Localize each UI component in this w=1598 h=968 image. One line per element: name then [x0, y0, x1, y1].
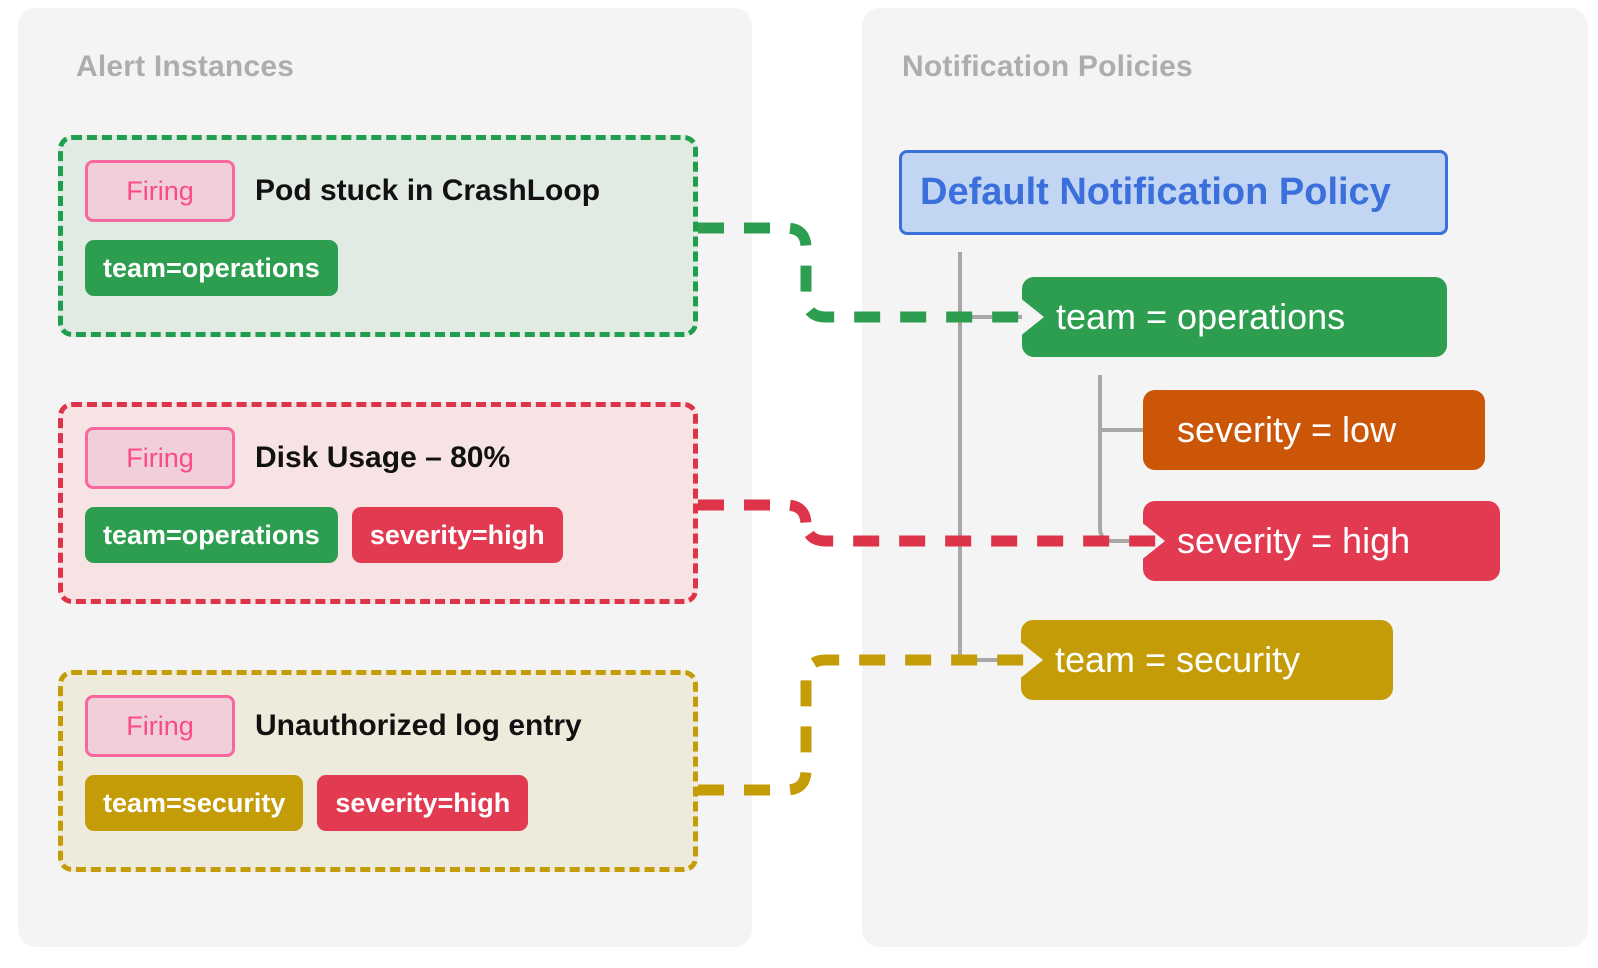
alert-instance-card[interactable]: Firing Disk Usage – 80% team=operations … — [58, 402, 698, 604]
policy-node-team-security[interactable]: team = security — [1021, 620, 1393, 700]
alert-card-header: Firing Disk Usage – 80% — [85, 425, 671, 491]
alert-label-chip[interactable]: severity=high — [351, 507, 563, 563]
alert-instance-card[interactable]: Firing Unauthorized log entry team=secur… — [58, 670, 698, 872]
alert-label-chip[interactable]: team=security — [85, 775, 304, 831]
policy-node-severity-low[interactable]: severity = low — [1143, 390, 1485, 470]
alert-instances-title: Alert Instances — [76, 50, 295, 83]
alert-card-header: Firing Pod stuck in CrashLoop — [85, 158, 671, 224]
status-badge: Firing — [85, 427, 235, 489]
alert-title: Unauthorized log entry — [255, 709, 582, 742]
alert-label-row: team=operations severity=high — [85, 507, 671, 563]
status-badge: Firing — [85, 160, 235, 222]
notification-policies-panel: Notification Policies — [862, 8, 1588, 947]
alert-title: Disk Usage – 80% — [255, 441, 511, 474]
alert-card-header: Firing Unauthorized log entry — [85, 693, 671, 759]
alert-label-chip[interactable]: team=operations — [85, 507, 338, 563]
alert-label-row: team=security severity=high — [85, 775, 671, 831]
alert-instance-card[interactable]: Firing Pod stuck in CrashLoop team=opera… — [58, 135, 698, 337]
alert-label-chip[interactable]: severity=high — [317, 775, 529, 831]
default-notification-policy-node[interactable]: Default Notification Policy — [899, 150, 1448, 235]
notification-policies-title: Notification Policies — [902, 50, 1193, 83]
policy-node-team-operations[interactable]: team = operations — [1022, 277, 1447, 357]
alert-label-row: team=operations — [85, 240, 671, 296]
policy-node-severity-high[interactable]: severity = high — [1143, 501, 1500, 581]
status-badge: Firing — [85, 695, 235, 757]
alert-title: Pod stuck in CrashLoop — [255, 174, 601, 207]
alert-label-chip[interactable]: team=operations — [85, 240, 338, 296]
